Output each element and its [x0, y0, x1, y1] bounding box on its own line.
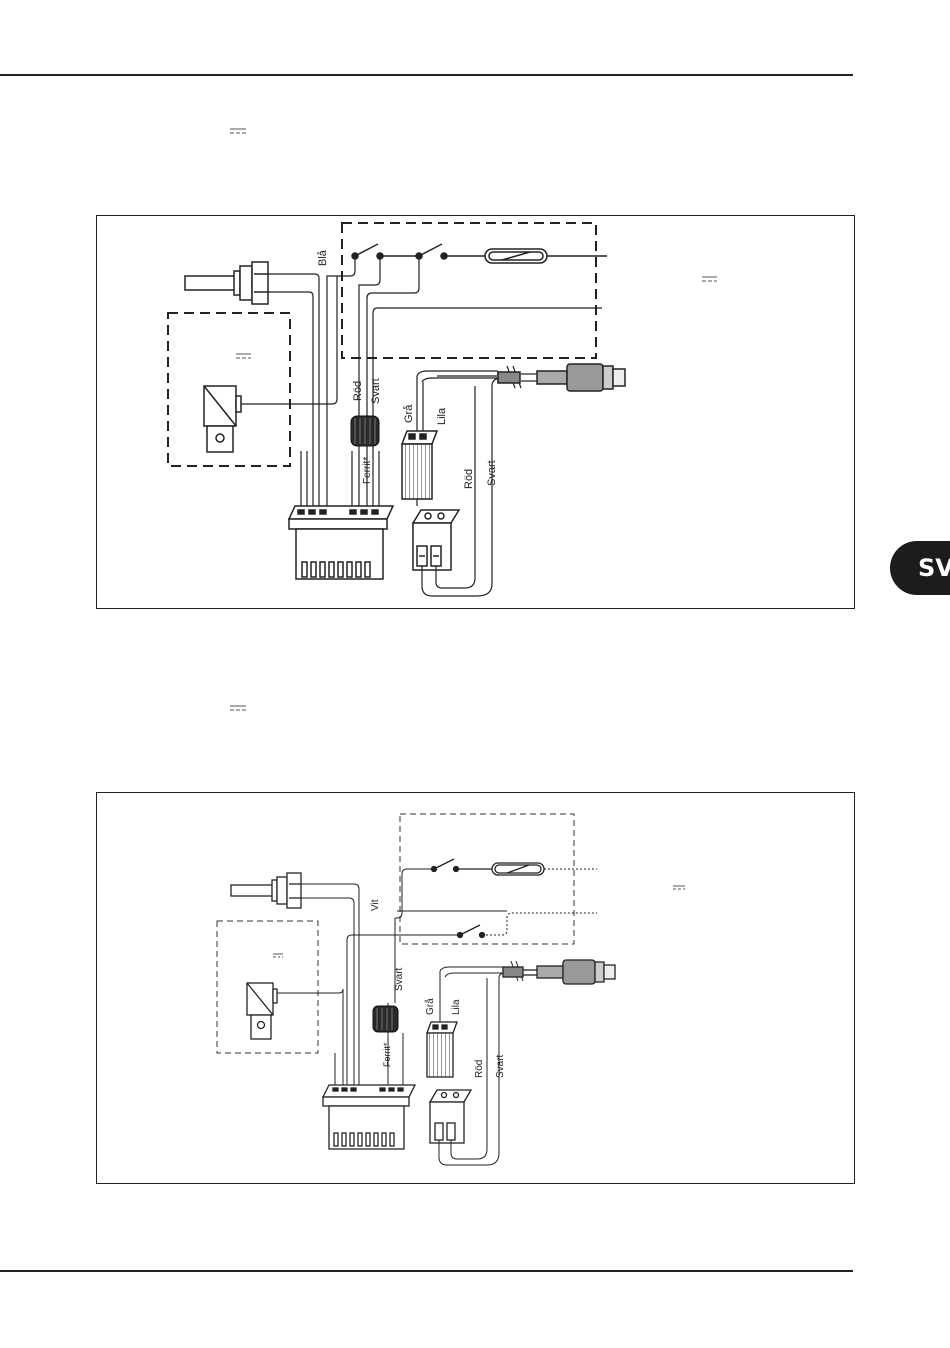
- terminal-block-main: [289, 506, 393, 579]
- cable-gland-icon: [231, 873, 301, 908]
- switch-contacts: [352, 244, 607, 259]
- switch-box-dashed: [400, 814, 574, 944]
- sensor-plug-icon: [503, 960, 615, 984]
- wire-label-svart-top: Svart: [394, 967, 405, 991]
- dc-symbol-icon: [273, 954, 283, 957]
- ferrite-core-icon: [351, 416, 379, 446]
- wire-label-svart-top: Svart: [370, 378, 382, 404]
- wire-label-gra: Grå: [424, 998, 436, 1015]
- wiring-diagram-2-svg: Vit Svart Grå Lila Ferrit* Röd Svart: [97, 793, 854, 1183]
- top-rule: [0, 74, 853, 76]
- wiring-diagram-1-svg: Blå Röd Svart Grå Lila Ferrit* Röd Svart: [97, 216, 854, 608]
- wire-label-rod-top: Röd: [352, 381, 364, 401]
- screw-terminal: [430, 1090, 471, 1143]
- switch-box-dashed: [342, 223, 596, 358]
- wire-label-vit: Vit: [370, 899, 381, 911]
- wire-label-gra: Grå: [403, 404, 415, 423]
- wiring-diagram-1: Blå Röd Svart Grå Lila Ferrit* Röd Svart: [96, 215, 855, 609]
- sensor-plug-icon: [498, 364, 625, 391]
- reed-fuse-icon: [492, 863, 544, 875]
- wire-label-ferrit: Ferrit*: [362, 457, 373, 484]
- gray-lilac-connector: [427, 1022, 457, 1077]
- dc-symbol-icon: [230, 128, 246, 136]
- wire-label-lila: Lila: [436, 407, 448, 425]
- sensor-icon: [204, 386, 241, 452]
- dc-symbol-icon: [702, 277, 717, 281]
- dc-symbol-icon: [236, 354, 251, 358]
- wiring-diagram-2: Vit Svart Grå Lila Ferrit* Röd Svart: [96, 792, 855, 1184]
- language-tab-label: SV: [918, 554, 950, 582]
- sensor-icon: [247, 983, 277, 1039]
- ferrite-core-icon: [373, 1006, 398, 1032]
- language-tab[interactable]: SV: [890, 541, 950, 595]
- dc-symbol-icon: [230, 705, 246, 713]
- switch-contacts: [432, 859, 493, 938]
- wire-label-svart-bottom: Svart: [486, 460, 498, 486]
- wire-label-rod-bottom: Röd: [463, 469, 475, 489]
- gray-lilac-connector: [402, 431, 437, 499]
- wire-label-rod-bottom: Röd: [474, 1060, 485, 1078]
- dotted-leads: [482, 869, 597, 935]
- reed-fuse-icon: [485, 249, 547, 263]
- wire-label-svart-bottom: Svart: [495, 1054, 506, 1078]
- wire-label-lila: Lila: [451, 999, 462, 1015]
- wire-label-ferrit: Ferrit*: [382, 1042, 392, 1067]
- terminal-block-main: [323, 1085, 415, 1149]
- cable-gland-icon: [185, 262, 268, 304]
- dc-symbol-icon: [673, 886, 685, 889]
- bottom-rule: [0, 1270, 853, 1272]
- screw-terminal: [413, 510, 459, 570]
- wire-label-bla: Blå: [317, 249, 329, 266]
